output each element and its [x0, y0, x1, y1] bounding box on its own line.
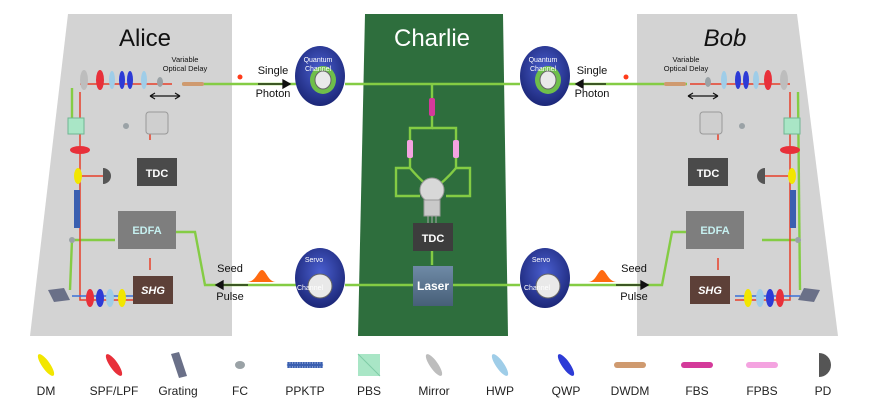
dm-icon: [37, 354, 55, 376]
svg-text:Servo: Servo: [305, 257, 323, 264]
svg-text:SHG: SHG: [141, 285, 165, 297]
servo-channel-spool-left: Servo Channel: [295, 248, 345, 308]
svg-text:Single: Single: [577, 65, 608, 77]
legend-hwp: HWP: [465, 348, 535, 398]
svg-text:Single: Single: [258, 65, 289, 77]
charlie-title: Charlie: [394, 25, 470, 52]
quantum-channel-spool-right: Quantum Channel: [520, 46, 570, 106]
svg-text:Laser: Laser: [417, 279, 449, 293]
svg-text:Channel: Channel: [524, 285, 551, 292]
dwdm-icon: [614, 362, 646, 368]
alice-tdc-box: TDC: [137, 158, 177, 186]
alice-title: Alice: [119, 25, 171, 52]
ppktp-icon: [286, 362, 324, 368]
direction-arrows: [214, 78, 650, 291]
svg-text:Pulse: Pulse: [620, 291, 648, 303]
alice-optics: [48, 70, 243, 307]
seed-pulse-left-icon: [247, 270, 276, 282]
svg-text:Variable: Variable: [172, 55, 199, 64]
svg-text:Servo: Servo: [532, 257, 550, 264]
bob-shg-box: SHG: [690, 276, 730, 304]
bob-edfa-box: EDFA: [686, 211, 744, 249]
svg-text:TDC: TDC: [146, 168, 169, 180]
svg-text:Channel: Channel: [305, 66, 332, 73]
svg-text:SHG: SHG: [698, 285, 722, 297]
mirror-icon: [425, 354, 443, 376]
alice-shg-box: SHG: [133, 276, 173, 304]
svg-text:EDFA: EDFA: [132, 225, 161, 237]
bob-tdc-box: TDC: [688, 158, 728, 186]
legend-ppktp: PPKTP: [270, 348, 340, 398]
legend-dm: DM: [11, 348, 81, 398]
pbs-icon: [357, 353, 381, 377]
flow-labels: Single Photon Single Photon Seed Pulse S…: [216, 65, 648, 303]
grating-icon: [171, 352, 187, 378]
legend-spf-lpf: SPF/LPF: [79, 348, 149, 398]
legend-mirror: Mirror: [399, 348, 469, 398]
svg-text:Photon: Photon: [256, 88, 291, 100]
fbs-icon: [681, 362, 713, 368]
svg-text:Optical Delay: Optical Delay: [163, 64, 208, 73]
alice-panel: [30, 14, 232, 336]
setup-diagram: Alice Charlie Bob: [30, 14, 838, 336]
svg-text:Seed: Seed: [621, 263, 647, 275]
spf-lpf-icon: [105, 354, 123, 376]
svg-text:Variable: Variable: [673, 55, 700, 64]
free-space-beams: [72, 83, 800, 301]
laser-box: Laser: [413, 266, 453, 306]
legend-pd: PD: [788, 348, 858, 398]
svg-text:Quantum: Quantum: [529, 57, 558, 64]
svg-text:Channel: Channel: [297, 285, 324, 292]
svg-text:EDFA: EDFA: [700, 225, 729, 237]
legend-fc: FC: [205, 348, 275, 398]
servo-channel-spool-right: Servo Channel: [520, 248, 570, 308]
quantum-channel-spool-left: Quantum Channel: [295, 46, 345, 106]
charlie-panel: [358, 14, 508, 336]
svg-text:Quantum: Quantum: [304, 57, 333, 64]
svg-text:Seed: Seed: [217, 263, 243, 275]
hwp-icon: [491, 354, 509, 376]
alice-edfa-box: EDFA: [118, 211, 176, 249]
bob-title: Bob: [704, 25, 747, 52]
legend-grating: Grating: [143, 348, 213, 398]
legend-fpbs: FPBS: [727, 348, 797, 398]
qwp-icon: [557, 354, 575, 376]
svg-text:Channel: Channel: [530, 66, 557, 73]
fc-icon: [235, 361, 245, 369]
component-legend: DM SPF/LPF Grating FC PPKTP PBS Mirror H…: [0, 348, 869, 407]
svg-text:Optical Delay: Optical Delay: [664, 64, 709, 73]
bob-panel: [637, 14, 838, 336]
svg-text:TDC: TDC: [697, 168, 720, 180]
legend-dwdm: DWDM: [595, 348, 665, 398]
svg-text:Pulse: Pulse: [216, 291, 244, 303]
bob-optics: [623, 70, 820, 307]
pd-icon: [819, 353, 831, 377]
svg-text:TDC: TDC: [422, 233, 445, 245]
legend-fbs: FBS: [662, 348, 732, 398]
variable-delay-labels: Variable Optical Delay Variable Optical …: [163, 55, 709, 73]
legend-qwp: QWP: [531, 348, 601, 398]
charlie-components: [407, 98, 459, 228]
legend-pbs: PBS: [334, 348, 404, 398]
svg-text:Photon: Photon: [575, 88, 610, 100]
fpbs-icon: [746, 362, 778, 368]
seed-pulse-right-icon: [588, 270, 617, 282]
charlie-tdc-box: TDC: [413, 223, 453, 251]
